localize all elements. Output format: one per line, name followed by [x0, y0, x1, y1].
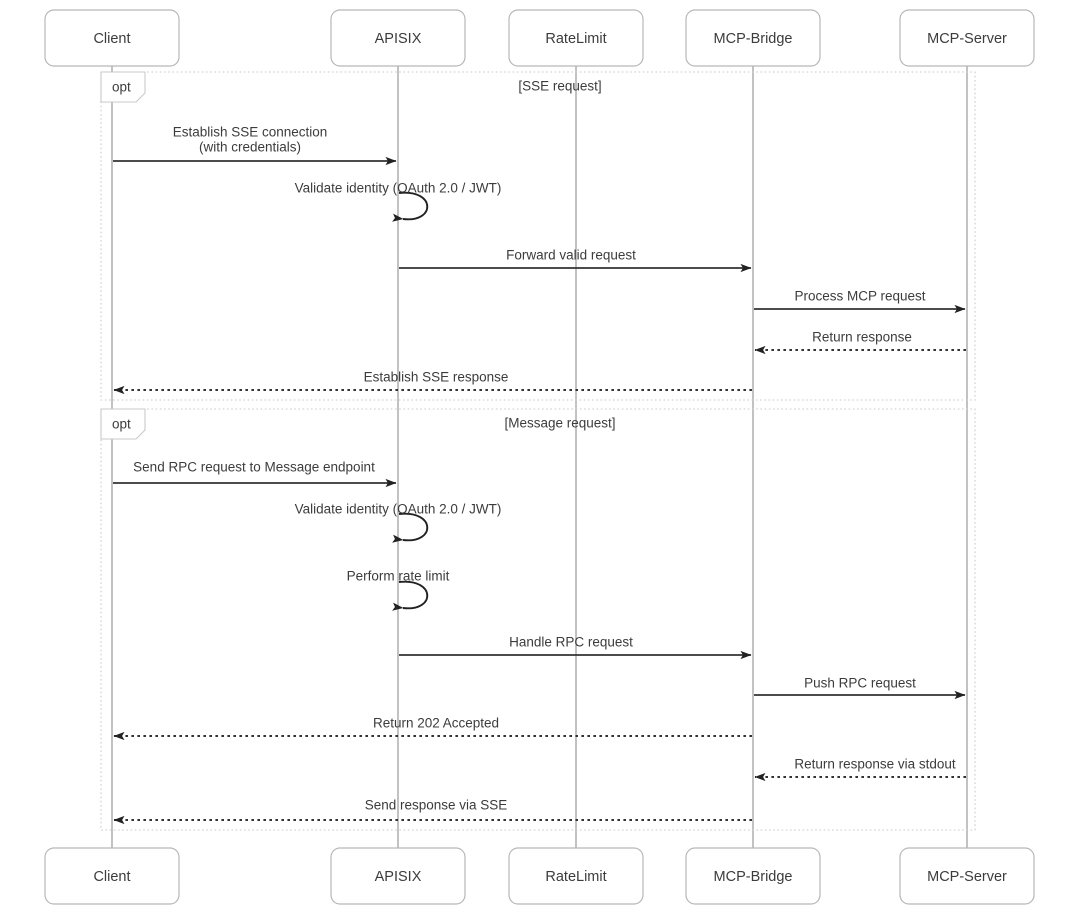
- message-label2-m1: (with credentials): [199, 140, 301, 155]
- participant-box-apisix-top[interactable]: [330, 9, 466, 67]
- fragment-operator-label-frag-sse: opt: [112, 80, 131, 95]
- fragment-border-frag-sse: [100, 71, 976, 401]
- fragment-condition-label-frag-sse: [SSE request]: [518, 79, 601, 94]
- participant-box-ratelimit-top[interactable]: [508, 9, 644, 67]
- messages-group: Establish SSE connection(with credential…: [113, 125, 966, 825]
- message-label-m11: Push RPC request: [804, 676, 916, 691]
- participant-label-apisix-bottom: APISIX: [375, 869, 422, 885]
- fragments-group: opt [SSE request] opt [Message request]: [100, 71, 976, 831]
- message-label-m8: Validate identity (OAuth 2.0 / JWT): [295, 502, 502, 517]
- message-label-m5: Return response: [812, 330, 912, 345]
- message-label-m12: Return 202 Accepted: [373, 716, 499, 731]
- message-label-m6: Establish SSE response: [364, 370, 509, 385]
- message-label-m2: Validate identity (OAuth 2.0 / JWT): [295, 181, 502, 196]
- participant-label-mcpserver-top: MCP-Server: [927, 31, 1007, 47]
- message-label-m13: Return response via stdout: [794, 757, 956, 772]
- fragment-operator-tab-frag-message: [100, 408, 146, 440]
- participant-label-mcpbridge-top: MCP-Bridge: [714, 31, 793, 47]
- fragment-condition-label-frag-message: [Message request]: [504, 416, 615, 431]
- participant-label-ratelimit-bottom: RateLimit: [545, 869, 606, 885]
- participants-bottom-group: Client APISIX RateLimit MCP-Bridge MCP-Serve…: [44, 847, 1035, 905]
- message-label-m10: Handle RPC request: [509, 635, 633, 650]
- fragment-operator-label-frag-message: opt: [112, 417, 131, 432]
- participant-box-apisix-bottom[interactable]: [330, 847, 466, 905]
- participant-label-client-bottom: Client: [93, 869, 130, 885]
- message-label-m9: Perform rate limit: [347, 569, 450, 584]
- participant-label-mcpserver-bottom: MCP-Server: [927, 869, 1007, 885]
- participant-label-ratelimit-top: RateLimit: [545, 31, 606, 47]
- self-message-arc-m8: [392, 512, 429, 543]
- participant-label-client-top: Client: [93, 31, 130, 47]
- lifelines-group: [111, 66, 968, 848]
- message-label-m4: Process MCP request: [794, 289, 925, 304]
- fragment-border-frag-message: [100, 408, 976, 831]
- participant-box-client-top[interactable]: [44, 9, 180, 67]
- participant-label-apisix-top: APISIX: [375, 31, 422, 47]
- participants-top-group: Client APISIX RateLimit MCP-Bridge MCP-Serve…: [44, 9, 1035, 67]
- participant-box-mcpserver-top[interactable]: [899, 9, 1035, 67]
- fragment-operator-tab-frag-sse: [100, 71, 146, 103]
- participant-label-mcpbridge-bottom: MCP-Bridge: [714, 869, 793, 885]
- participant-box-mcpbridge-bottom[interactable]: [685, 847, 821, 905]
- message-label-m3: Forward valid request: [506, 248, 636, 263]
- message-label-m14: Send response via SSE: [365, 798, 508, 813]
- message-label-m1: Establish SSE connection: [173, 125, 328, 140]
- self-message-arc-m2: [392, 191, 429, 222]
- participant-box-mcpserver-bottom[interactable]: [899, 847, 1035, 905]
- participant-box-ratelimit-bottom[interactable]: [508, 847, 644, 905]
- message-label-m7: Send RPC request to Message endpoint: [133, 460, 375, 475]
- participant-box-client-bottom[interactable]: [44, 847, 180, 905]
- participant-box-mcpbridge-top[interactable]: [685, 9, 821, 67]
- self-message-arc-m9: [392, 580, 429, 611]
